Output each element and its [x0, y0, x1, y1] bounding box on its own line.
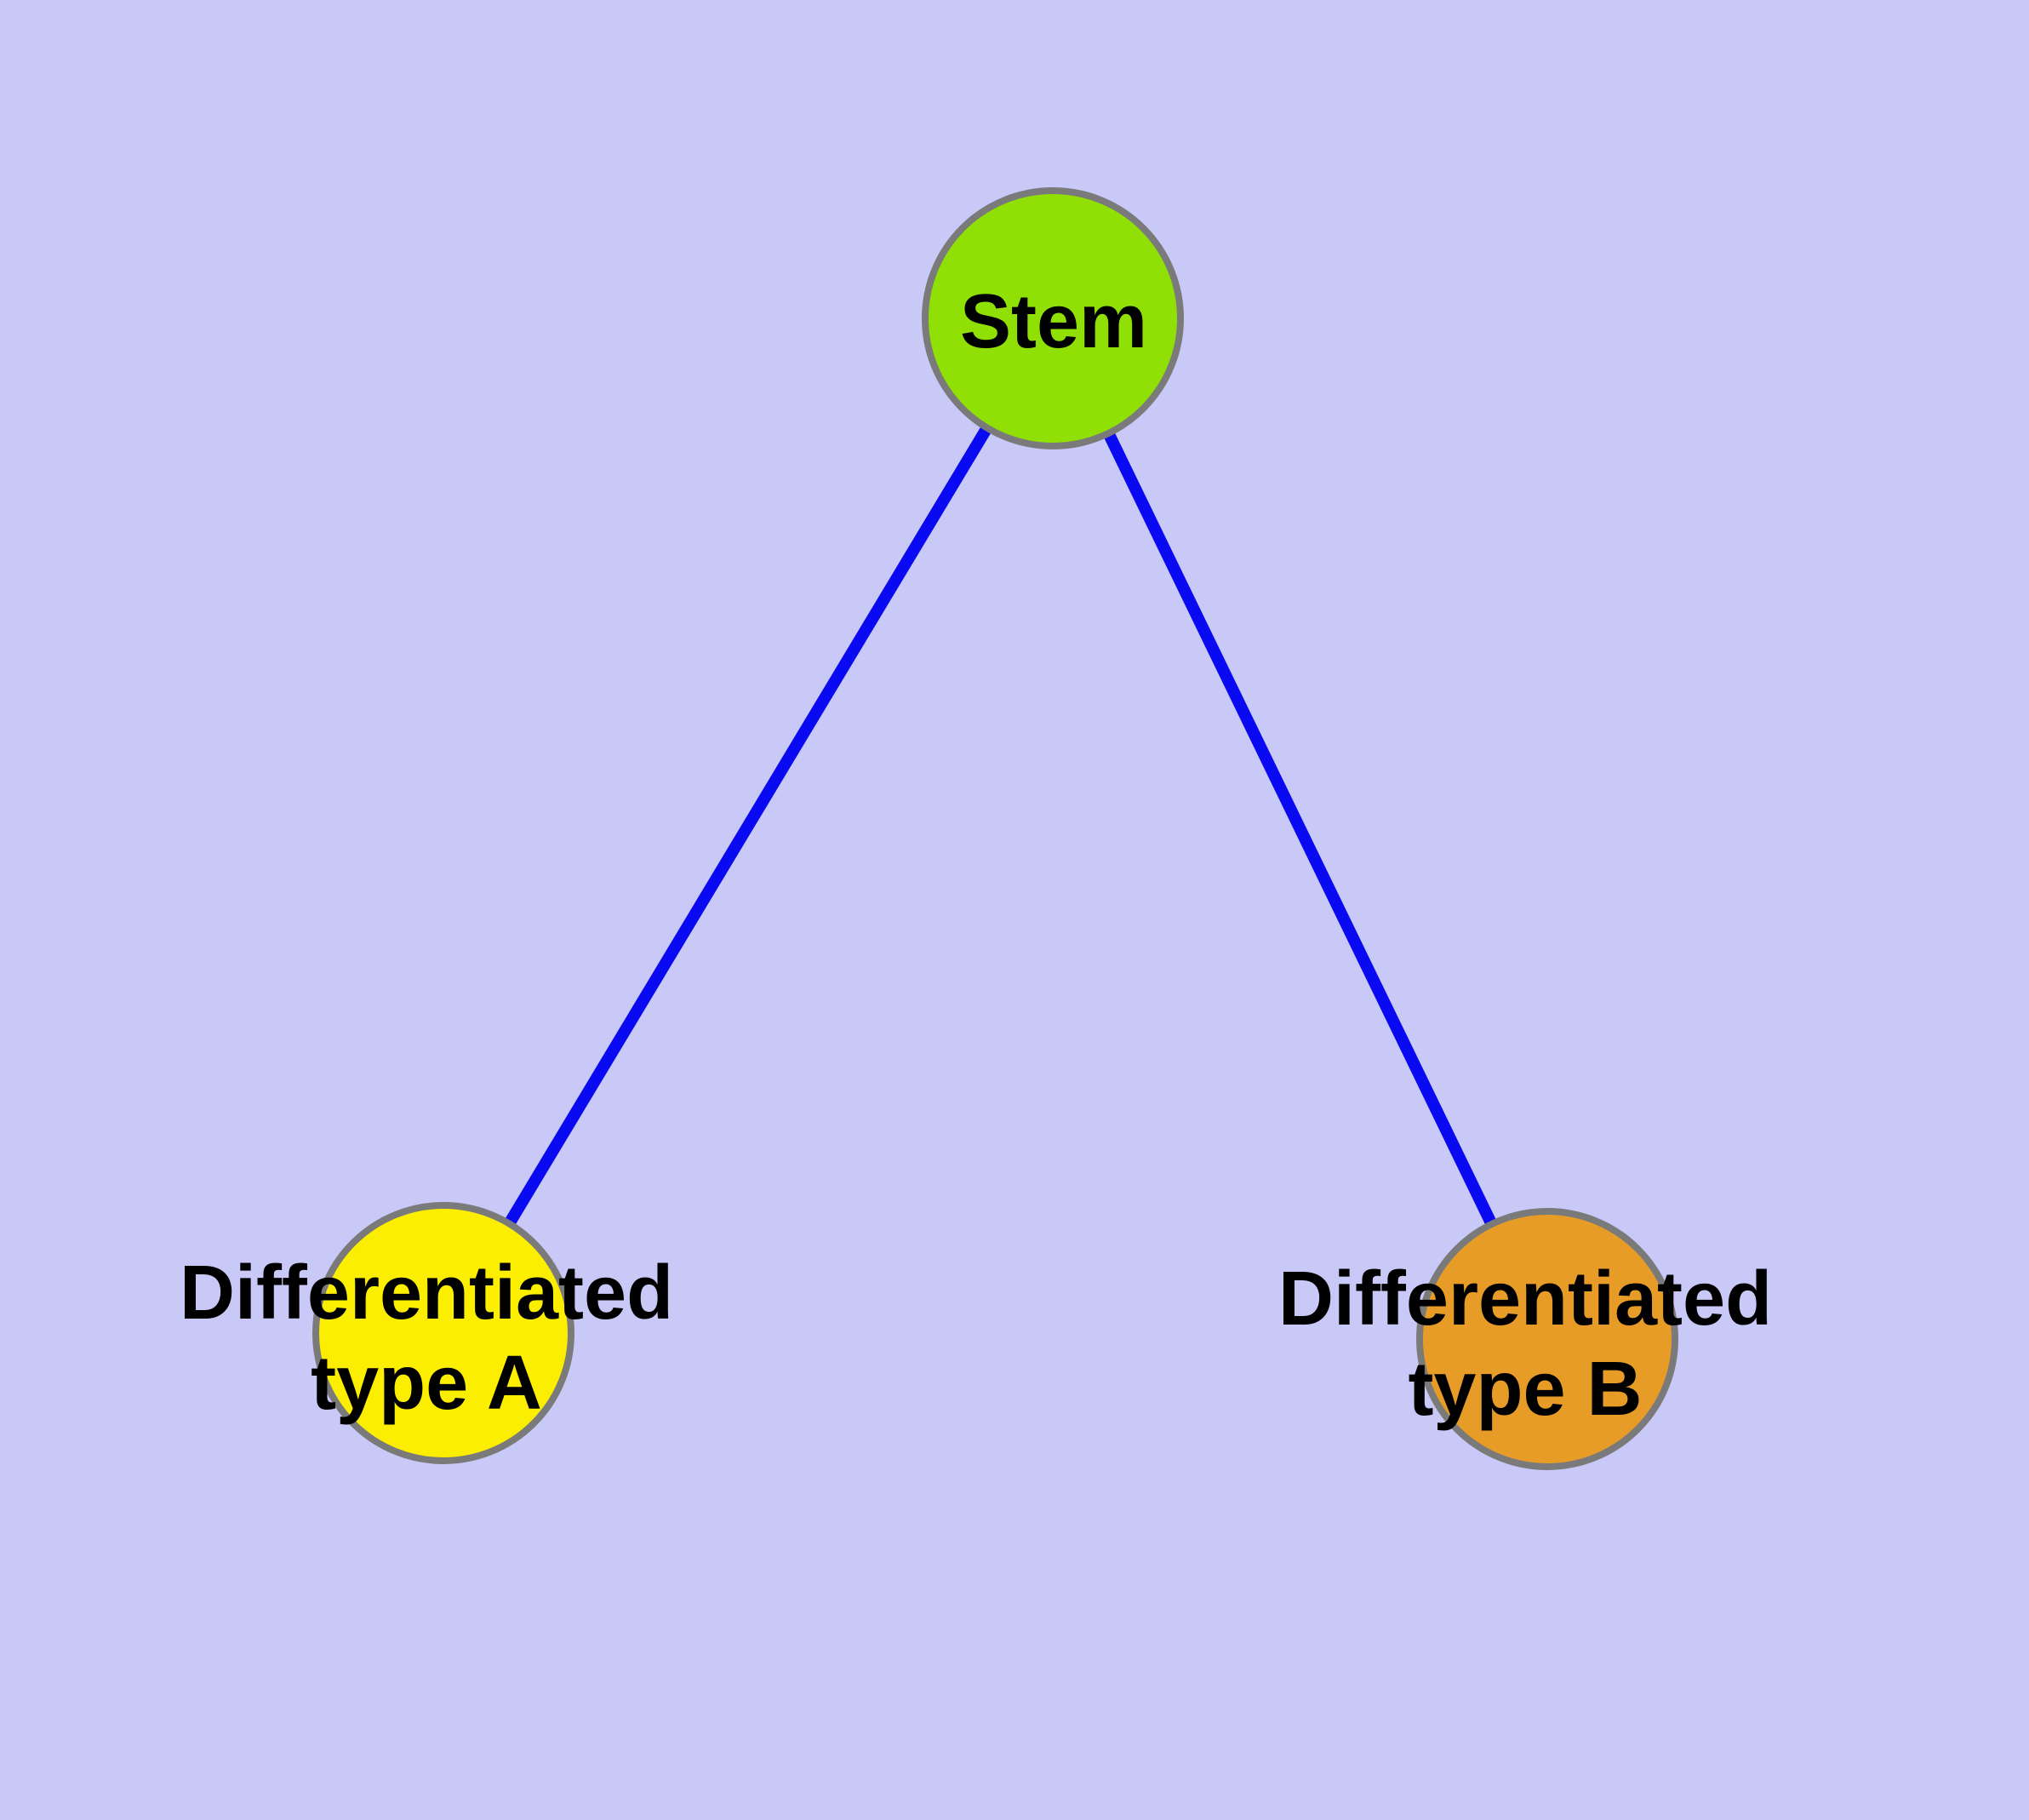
node-differentiated-type-a-label-line1: Differentiated [179, 1251, 674, 1336]
node-differentiated-type-b-label-line2: type B [1408, 1347, 1643, 1432]
node-differentiated-type-a-label-line2: type A [311, 1341, 542, 1426]
node-stem-label-line: Stem [959, 279, 1148, 364]
node-differentiated-type-a-circle [312, 1202, 574, 1464]
edge-stem-to-differentiated-type-b [1047, 315, 1553, 1342]
node-differentiated-type-b-label-line1: Differentiated [1277, 1256, 1773, 1342]
node-stem-circle [922, 187, 1184, 449]
node-differentiated-type-b-label: Differentiated type B [1278, 1254, 1772, 1434]
node-differentiated-type-a-label: Differentiated type A [180, 1248, 673, 1428]
node-differentiated-type-b-circle [1416, 1208, 1678, 1470]
edge-stem-to-differentiated-type-a [437, 315, 1059, 1336]
node-stem-label: Stem [960, 277, 1147, 367]
